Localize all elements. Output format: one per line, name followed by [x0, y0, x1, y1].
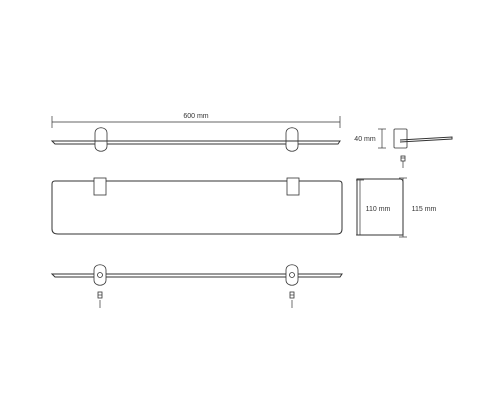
bottom-bracket-right-hole: [289, 272, 295, 278]
top-view: [51, 177, 343, 235]
front-bracket-left: [94, 127, 108, 152]
depth-inner-label: 110 mm: [366, 206, 391, 213]
front-bracket-right: [285, 127, 299, 152]
bottom-bracket-left-hole: [97, 272, 103, 278]
top-shelf-glass: [51, 180, 343, 235]
width-dimension-label: 600 mm: [183, 113, 208, 120]
bottom-view: [50, 264, 343, 308]
top-bracket-left: [93, 177, 107, 196]
depth-view: 110 mm 115 mm: [356, 177, 437, 238]
bracket-height-label: 40 mm: [354, 136, 376, 143]
side-shelf-glass: [399, 136, 453, 143]
top-bracket-right: [286, 177, 300, 196]
side-view: 40 mm: [354, 128, 453, 168]
front-view: 600 mm: [50, 113, 341, 152]
side-screw-head: [400, 155, 406, 162]
depth-outer-label: 115 mm: [412, 206, 437, 213]
side-bracket: [393, 128, 408, 149]
bottom-shelf-glass: [50, 273, 343, 278]
